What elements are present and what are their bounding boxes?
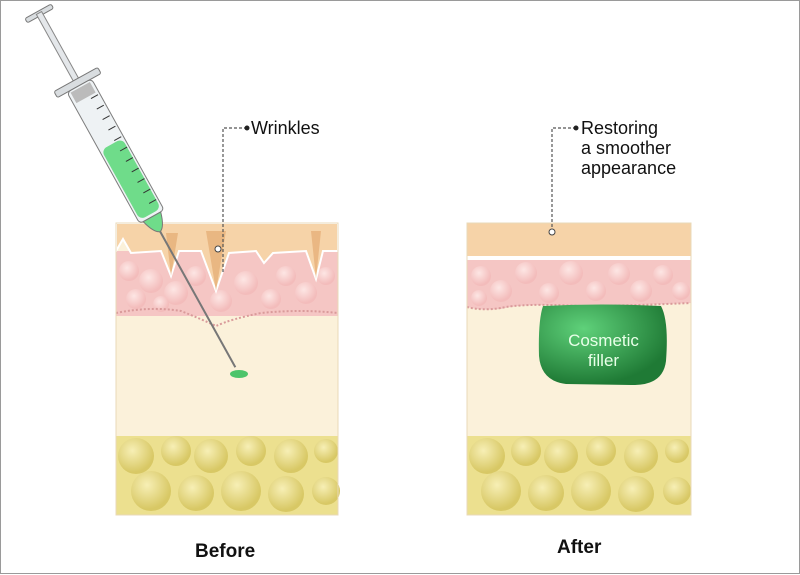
before-caption: Before — [195, 541, 256, 562]
filler-label-line: filler — [587, 351, 620, 370]
syringe-icon — [25, 4, 237, 368]
restoring-label-line: a smoother — [581, 138, 672, 158]
dermis-cells — [119, 261, 335, 312]
cosmetic-filler-blob — [538, 304, 667, 386]
filler-label-line: Cosmetic — [568, 331, 639, 350]
wrinkles-leader-line — [222, 127, 247, 273]
restoring-leader-line — [551, 127, 576, 231]
fat-cells — [118, 436, 340, 512]
before-skin-panel — [115, 222, 340, 516]
restoring-label-line: appearance — [581, 158, 677, 178]
restoring-label-line: Restoring — [581, 118, 659, 138]
filler-drop — [230, 370, 248, 378]
restoring-label: Restoring a smoother appearance — [581, 118, 676, 178]
after-skin-panel — [466, 222, 692, 516]
epidermis-smooth — [467, 223, 691, 256]
after-caption: After — [557, 537, 602, 558]
wrinkles-label: Wrinkles — [251, 118, 320, 138]
wrinkles-pointer-dot — [214, 245, 222, 253]
cosmetic-filler-label: Cosmetic filler — [546, 331, 661, 371]
